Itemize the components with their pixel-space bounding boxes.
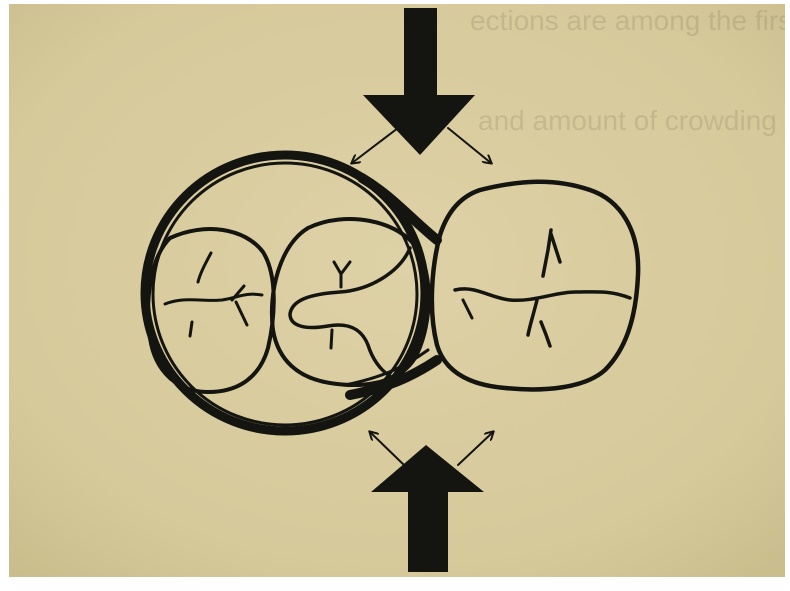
middle-tooth-fissure-bottom [331,330,332,348]
bleed-through-line-2: and amount of crowding (i.e. C [478,105,785,136]
left-tooth-mark-bottom [190,322,192,336]
bleed-through-line-1: ections are among the first symptoms fou… [470,5,785,36]
diagram-photo: ections are among the first symptoms fou… [9,4,785,577]
